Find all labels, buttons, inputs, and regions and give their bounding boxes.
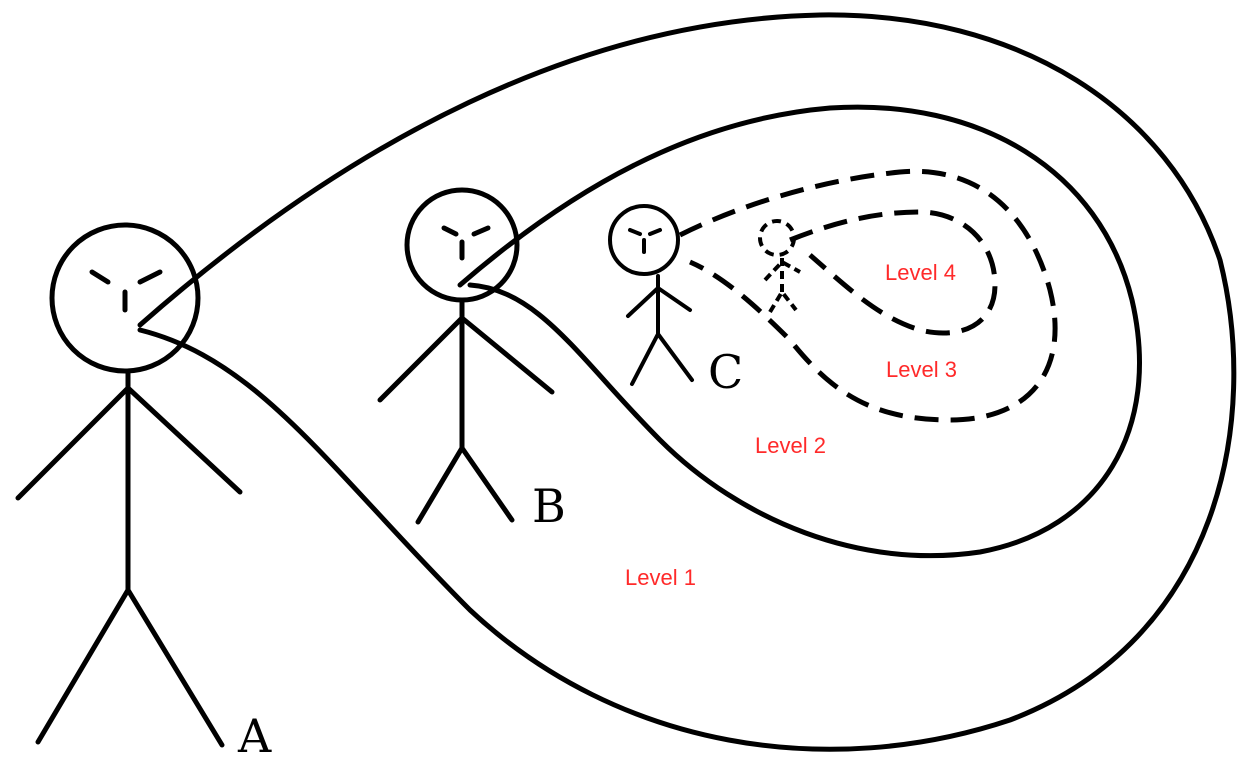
figure-d-legs <box>768 288 798 314</box>
figure-c-eyebrow-right <box>648 228 662 236</box>
figure-a-legs <box>35 587 225 748</box>
figure-b-legs <box>415 445 515 525</box>
figure-b-eyebrow-right <box>471 225 491 237</box>
level-4-bubble <box>789 209 998 336</box>
figure-b-arms <box>377 315 555 403</box>
level-3-bubble <box>678 168 1058 423</box>
figure-a-head <box>49 222 201 374</box>
figure-a-label: A <box>237 709 272 757</box>
level-1-bubble <box>137 12 1237 752</box>
stick-figure-b: B <box>377 187 566 533</box>
figure-a-arms <box>15 385 243 501</box>
stick-figure-a: A <box>15 222 272 757</box>
figure-b-eyebrow-left <box>441 225 459 237</box>
stick-figure-c: C <box>608 204 743 399</box>
figure-b-label: B <box>532 479 566 533</box>
figure-c-head <box>608 204 680 276</box>
figure-a-eyebrow-right <box>137 269 163 285</box>
level-2-label: Level 2 <box>755 433 826 458</box>
stick-figure-d <box>758 219 801 314</box>
figure-a-eyebrow-left <box>89 269 111 285</box>
level-3-label: Level 3 <box>886 357 957 382</box>
figure-c-eyebrow-left <box>628 228 642 236</box>
level-1-label: Level 1 <box>625 565 696 590</box>
level-2-bubble <box>457 104 1142 559</box>
figure-c-legs <box>630 332 694 386</box>
level-4-label: Level 4 <box>885 260 956 285</box>
figure-c-arms <box>626 286 692 318</box>
figure-d-head <box>758 219 796 257</box>
figure-c-label: C <box>708 345 743 399</box>
